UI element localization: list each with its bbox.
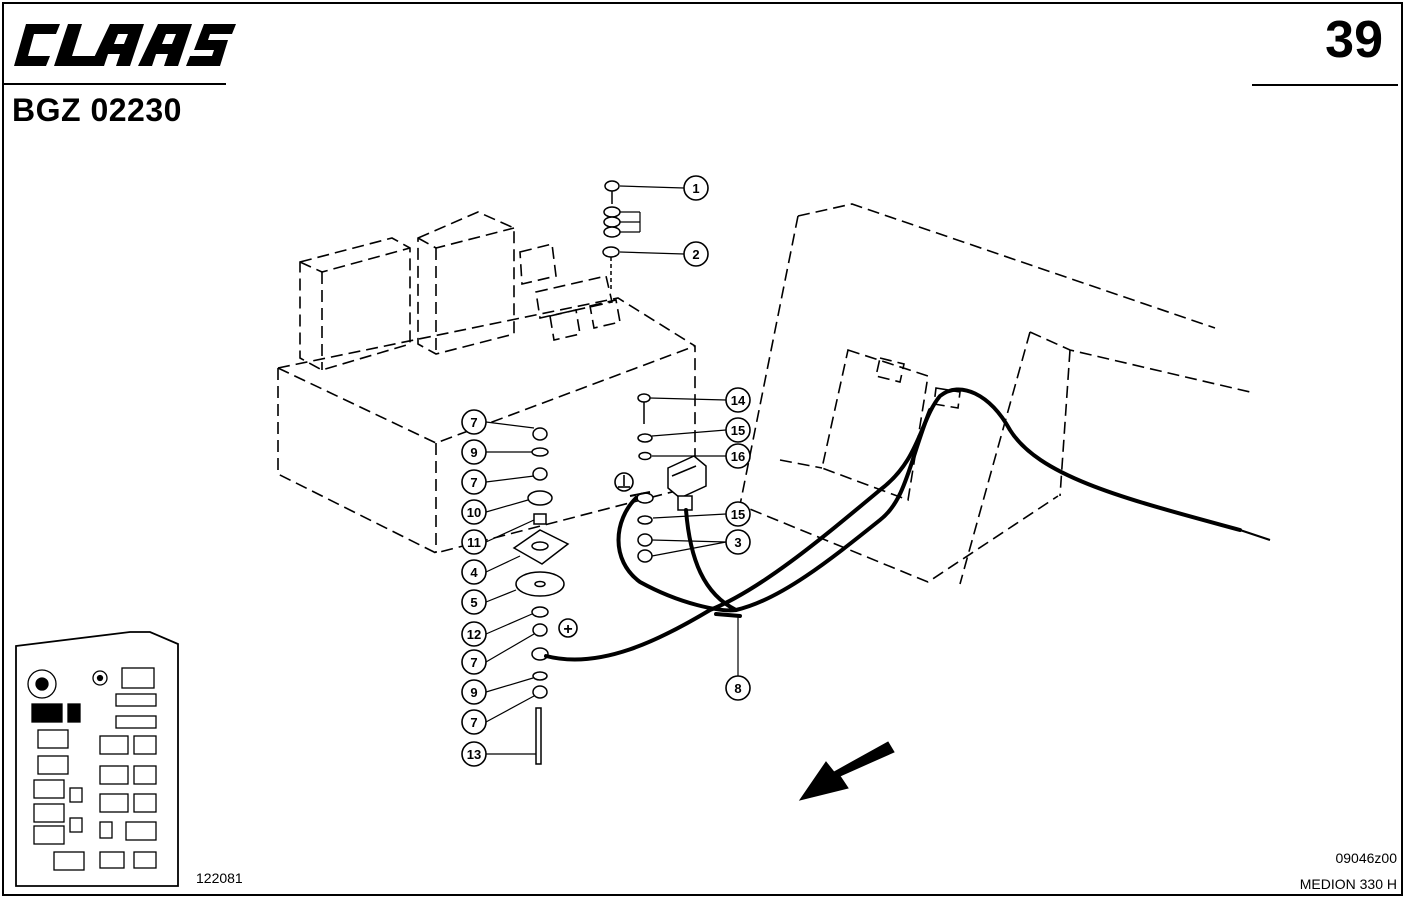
plus-terminal-icon: + [558, 618, 578, 638]
svg-text:7: 7 [470, 415, 477, 430]
machine-locator-map-icon [15, 631, 179, 887]
callout-7d: 7 [461, 709, 487, 735]
page-number: 39 [1325, 11, 1383, 69]
callout-5: 5 [461, 589, 487, 615]
callout-12: 12 [461, 621, 487, 647]
callout-8: 8 [725, 675, 751, 701]
svg-text:13: 13 [467, 747, 481, 762]
ground-terminal-icon [614, 472, 634, 492]
callout-16: 16 [725, 443, 751, 469]
callout-9a: 9 [461, 439, 487, 465]
svg-text:1: 1 [692, 181, 699, 196]
callout-11: 11 [461, 529, 487, 555]
callout-15a: 15 [725, 417, 751, 443]
page-number-underline [1252, 84, 1398, 86]
svg-text:12: 12 [467, 627, 481, 642]
callout-9b: 9 [461, 679, 487, 705]
locator-reference-number: 122081 [196, 870, 243, 886]
travel-direction-arrow-icon [798, 741, 895, 801]
drawing-id: 09046z00 [1335, 850, 1397, 866]
svg-text:5: 5 [470, 595, 477, 610]
callout-2: 2 [683, 241, 709, 267]
svg-text:7: 7 [470, 655, 477, 670]
svg-text:3: 3 [734, 535, 741, 550]
svg-text:7: 7 [470, 715, 477, 730]
svg-text:16: 16 [731, 449, 745, 464]
callout-13: 13 [461, 741, 487, 767]
svg-text:9: 9 [470, 685, 477, 700]
callout-3: 3 [725, 529, 751, 555]
svg-text:2: 2 [692, 247, 699, 262]
svg-text:8: 8 [734, 681, 741, 696]
svg-text:10: 10 [467, 505, 481, 520]
svg-text:7: 7 [470, 475, 477, 490]
assembly-code: BGZ 02230 [12, 92, 182, 128]
claas-logo [14, 24, 236, 66]
callout-4: 4 [461, 559, 487, 585]
logo-underline [4, 83, 226, 85]
svg-text:15: 15 [731, 507, 745, 522]
svg-text:4: 4 [470, 565, 478, 580]
callout-15b: 15 [725, 501, 751, 527]
svg-text:11: 11 [467, 535, 481, 550]
svg-text:14: 14 [731, 393, 746, 408]
callout-7b: 7 [461, 469, 487, 495]
callout-1: 1 [683, 175, 709, 201]
callout-10: 10 [461, 499, 487, 525]
machine-model: MEDION 330 H [1299, 876, 1397, 892]
svg-text:9: 9 [470, 445, 477, 460]
callout-14: 14 [725, 387, 751, 413]
svg-text:15: 15 [731, 423, 745, 438]
callout-7a: 7 [461, 409, 487, 435]
callout-7c: 7 [461, 649, 487, 675]
svg-text:+: + [563, 621, 572, 638]
